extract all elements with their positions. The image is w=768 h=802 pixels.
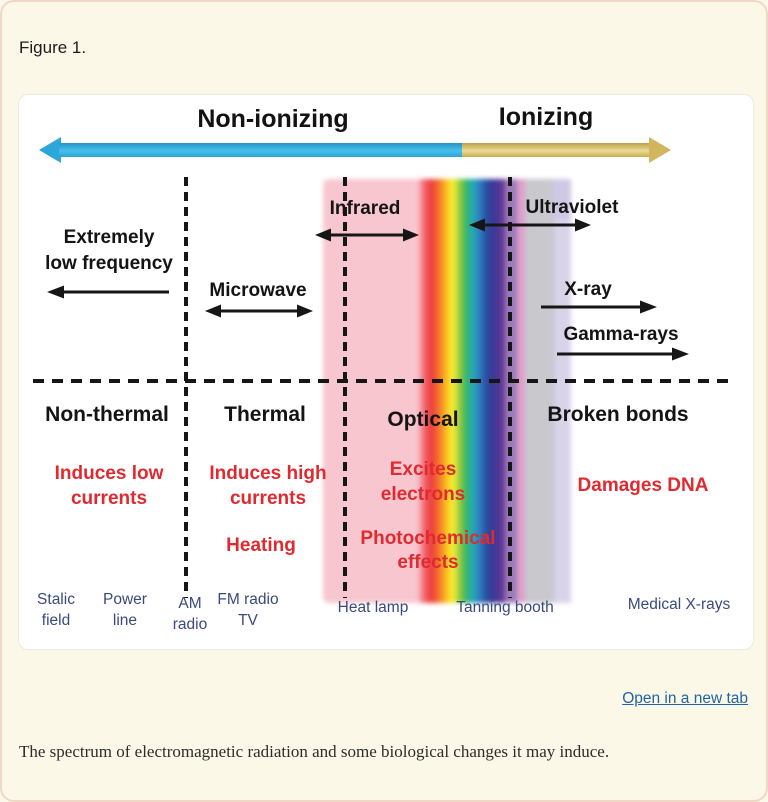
effect-line: effects [397, 552, 459, 573]
category-non-thermal: Non-thermal [45, 403, 169, 426]
source-line: radio [172, 616, 208, 633]
visible-light-rainbow-band [419, 179, 507, 603]
effect-line: currents [70, 488, 148, 509]
source-line: FM radio [217, 591, 279, 608]
axis-arrowhead-left-icon [39, 137, 61, 163]
source-medical-xrays: Medical X-rays [627, 596, 731, 613]
effect-line: Excites [389, 459, 457, 480]
magenta-band [517, 179, 527, 603]
effect-excites-electrons: Excites electrons [381, 457, 465, 507]
ionizing-bar [462, 143, 651, 157]
figure-caption: The spectrum of electromagnetic radiatio… [19, 742, 610, 761]
effect-damages-dna: Damages DNA [577, 475, 709, 496]
category-optical: Optical [387, 408, 459, 431]
elf-band-label: Extremely low frequency [45, 225, 173, 277]
gamma-range-arrow [557, 347, 689, 361]
infrared-band-label: Infrared [329, 198, 401, 219]
non-ionizing-label: Non-ionizing [197, 105, 349, 133]
xray-band-label: X-ray [564, 279, 612, 300]
ultraviolet-band-label: Ultraviolet [525, 197, 619, 218]
lavender-fringe-band [553, 179, 571, 603]
category-thermal: Thermal [224, 403, 306, 426]
effect-line: Induces high [209, 463, 327, 484]
infrared-range-arrow [315, 228, 419, 242]
effect-line: Induces low [54, 463, 164, 484]
ionization-axis-arrow [39, 137, 671, 163]
source-fm-radio-tv: FM radio TV [217, 589, 278, 631]
source-tanning-booth: Tanning booth [456, 599, 554, 616]
source-line: field [41, 612, 71, 629]
figure-number-label: Figure 1. [19, 38, 87, 57]
effect-line: electrons [380, 484, 466, 505]
effect-induces-low-currents: Induces low currents [55, 461, 164, 511]
effect-line: Photochemical [360, 528, 496, 549]
infrared-pink-band [323, 179, 435, 603]
source-line: AM [178, 595, 202, 612]
source-line: Stalic [37, 591, 75, 608]
effect-heating: Heating [226, 535, 296, 556]
source-am-radio: AM radio [173, 593, 207, 635]
source-static-field: Stalic field [37, 589, 75, 631]
effect-induces-high-currents: Induces high currents [209, 461, 326, 511]
source-heat-lamp: Heat lamp [337, 599, 409, 616]
divider-microwave-infrared [343, 177, 347, 598]
axis-arrowhead-right-icon [649, 137, 671, 163]
source-line: line [112, 612, 138, 629]
non-ionizing-bar [59, 143, 462, 157]
source-line: Power [103, 591, 147, 608]
divider-elf-microwave [184, 177, 188, 598]
open-in-new-tab-link[interactable]: Open in a new tab [622, 690, 748, 707]
ultraviolet-range-arrow [469, 218, 591, 232]
effect-line: currents [229, 488, 307, 509]
source-line: TV [238, 612, 258, 629]
divider-visible-ultraviolet [508, 177, 512, 598]
category-broken-bonds: Broken bonds [547, 403, 689, 426]
source-power-line: Power line [103, 589, 147, 631]
ionizing-label: Ionizing [498, 103, 594, 131]
effect-photochemical: Photochemical effects [360, 527, 495, 575]
xray-gray-band [525, 179, 555, 603]
microwave-range-arrow [205, 304, 313, 318]
microwave-band-label: Microwave [209, 280, 307, 301]
gamma-band-label: Gamma-rays [563, 324, 679, 345]
elf-band-line1: Extremely [63, 227, 155, 248]
divider-horizontal [33, 379, 733, 383]
elf-range-arrow [47, 285, 169, 299]
figure-image: Non-ionizing Ionizing Extremely low freq… [18, 94, 754, 650]
xray-range-arrow [541, 300, 657, 314]
elf-band-line2: low frequency [45, 253, 173, 274]
